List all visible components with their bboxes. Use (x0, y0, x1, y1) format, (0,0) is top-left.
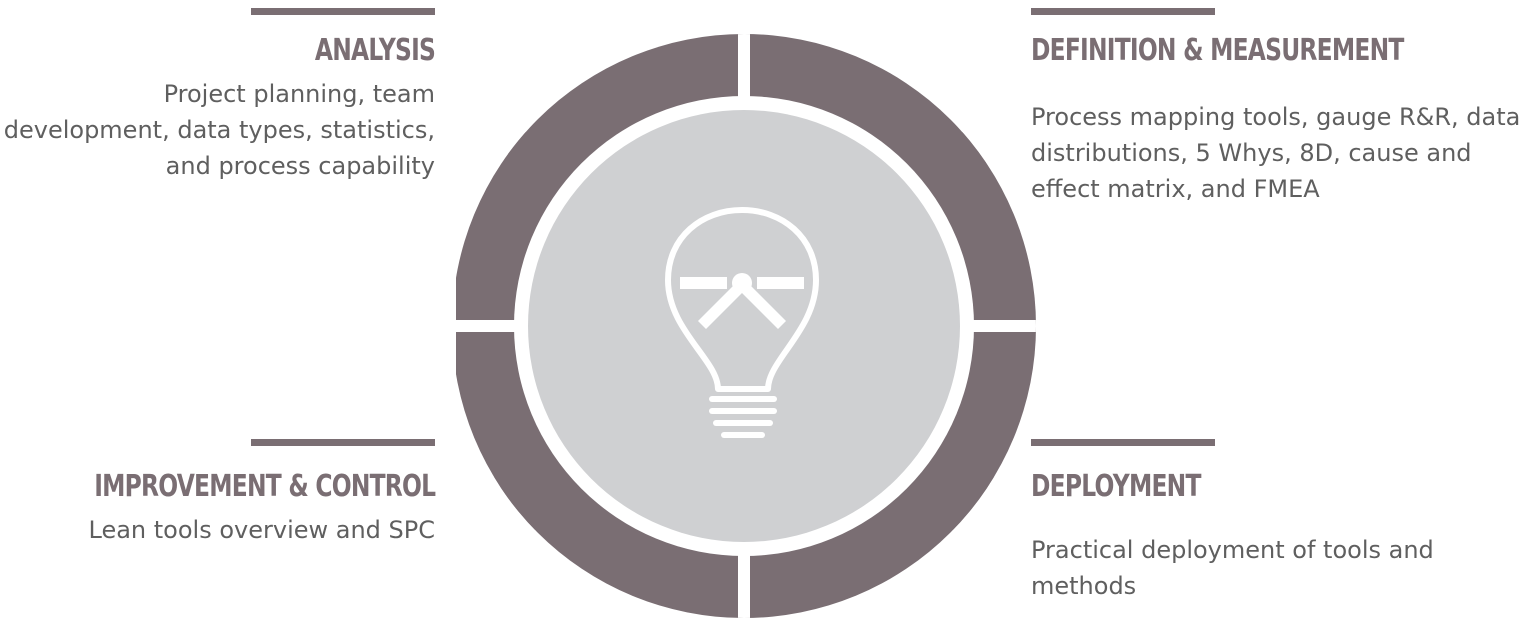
definition-measurement-description: Process mapping tools, gauge R&R, data d… (1031, 103, 1521, 203)
improvement-accent-bar (251, 439, 435, 446)
corner-tab-bottom-right (934, 470, 994, 530)
quadrant-wheel (456, 34, 1036, 618)
definition-measurement-title: DEFINITION & MEASUREMENT (1031, 33, 1404, 68)
analysis-description: Project planning, team development, data… (3, 80, 435, 180)
definition-accent-bar (1031, 8, 1215, 15)
deployment-accent-bar (1031, 439, 1215, 446)
lightbulb-filament (680, 273, 804, 329)
lightbulb-icon (665, 207, 819, 438)
deployment-title: DEPLOYMENT (1031, 469, 1201, 504)
deployment-description: Practical deployment of tools and method… (1031, 536, 1434, 600)
analysis-title: ANALYSIS (314, 33, 436, 68)
improvement-control-description: Lean tools overview and SPC (88, 516, 436, 544)
corner-tab-top-left (508, 132, 568, 202)
improvement-control-title: IMPROVEMENT & CONTROL (93, 469, 436, 504)
corner-tab-bottom-left (494, 470, 554, 530)
inner-circle (528, 110, 960, 542)
analysis-accent-bar (251, 8, 435, 15)
corner-tab-top-right (926, 132, 986, 202)
